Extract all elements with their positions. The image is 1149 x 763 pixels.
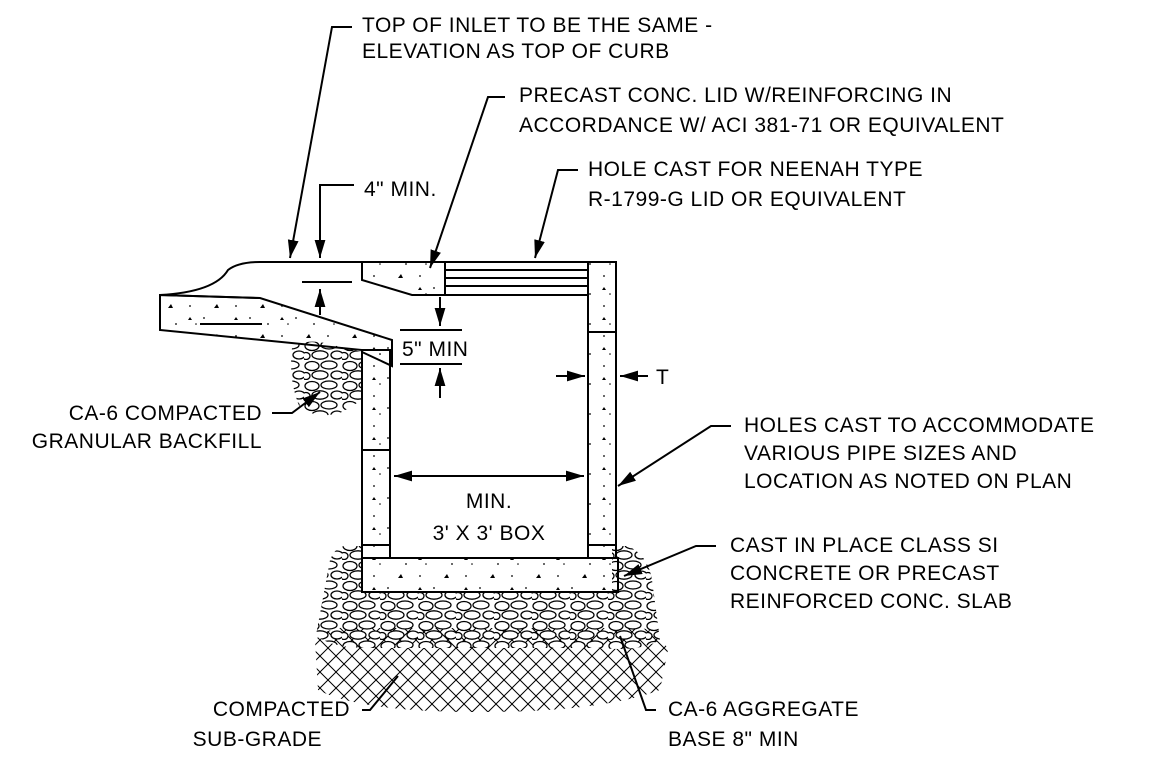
label-aggregate-1: CA-6 AGGREGATE [668, 698, 859, 721]
label-slab-1: CAST IN PLACE CLASS SI [730, 534, 999, 557]
curb-and-gutter [159, 261, 393, 368]
label-holes-pipe-3: LOCATION AS NOTED ON PLAN [744, 470, 1072, 493]
label-aggregate-2: BASE 8" MIN [668, 728, 799, 751]
label-precast-lid-2: ACCORDANCE W/ ACI 381-71 OR EQUIVALENT [519, 114, 1004, 137]
leader-hole-cast [534, 169, 578, 259]
leader-aggregate [619, 635, 656, 711]
right-wall [587, 261, 617, 559]
compacted-subgrade [315, 627, 668, 712]
label-box-1: MIN. [466, 490, 512, 513]
label-holes-pipe-2: VARIOUS PIPE SIZES AND [744, 442, 1017, 465]
base-slab [361, 557, 619, 593]
dimension-5in [400, 297, 462, 398]
label-t: T [656, 366, 669, 389]
label-box-2: 3' X 3' BOX [433, 522, 546, 545]
label-holes-pipe-1: HOLES CAST TO ACCOMMODATE [744, 414, 1095, 437]
label-hole-cast-2: R-1799-G LID OR EQUIVALENT [588, 188, 906, 211]
label-slab-2: CONCRETE OR PRECAST [730, 562, 1000, 585]
label-top-of-inlet-2: ELEVATION AS TOP OF CURB [362, 40, 670, 63]
label-backfill-2: GRANULAR BACKFILL [32, 430, 262, 453]
leader-precast-lid [429, 96, 505, 269]
label-5in-min: 5" MIN [402, 338, 468, 361]
leader-top-of-inlet [287, 26, 352, 259]
leader-backfill [272, 391, 321, 414]
label-4in-min: 4" MIN. [364, 178, 437, 201]
label-hole-cast-1: HOLE CAST FOR NEENAH TYPE [588, 158, 923, 181]
label-precast-lid-1: PRECAST CONC. LID W/REINFORCING IN [519, 84, 952, 107]
left-wall [361, 349, 391, 559]
label-slab-3: REINFORCED CONC. SLAB [730, 590, 1012, 613]
leader-subgrade [362, 675, 399, 711]
label-backfill-1: CA-6 COMPACTED [69, 402, 262, 425]
leader-holes-pipe [617, 425, 731, 487]
label-subgrade-1: COMPACTED [213, 698, 350, 721]
aggregate-base [316, 546, 660, 649]
dimension-4in [314, 184, 354, 315]
leader-slab [623, 545, 716, 577]
granular-backfill [291, 341, 362, 416]
label-top-of-inlet-1: TOP OF INLET TO BE THE SAME - [362, 14, 713, 37]
precast-lid [361, 261, 589, 296]
label-subgrade-2: SUB-GRADE [193, 728, 322, 751]
